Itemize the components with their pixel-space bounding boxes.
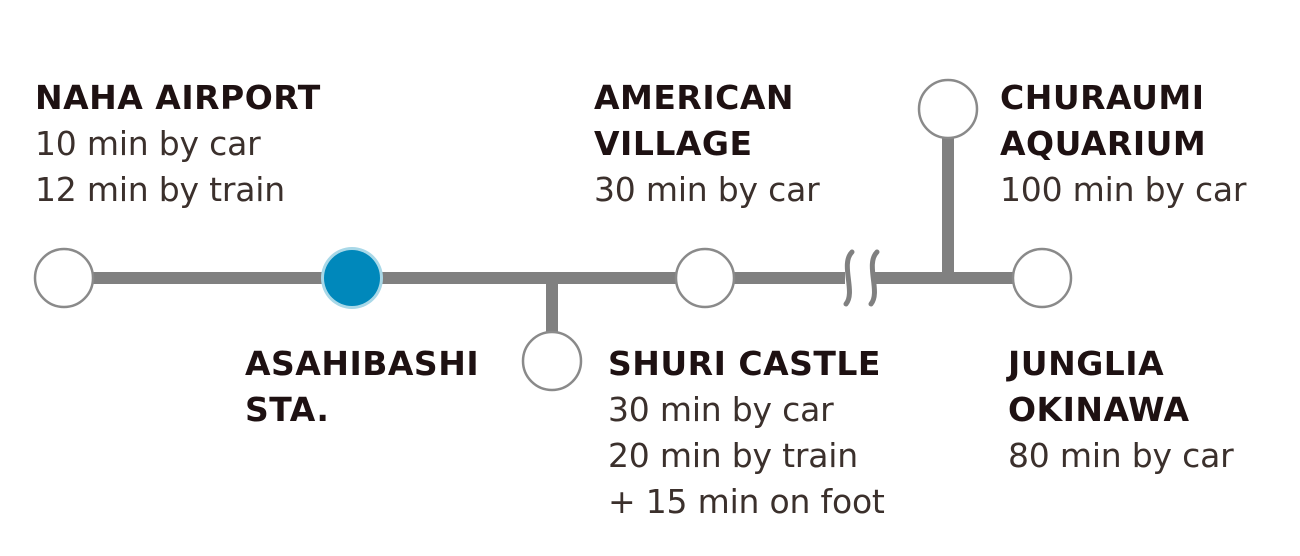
station-name: VILLAGE	[594, 124, 753, 163]
station-name: AQUARIUM	[1000, 124, 1207, 163]
travel-time: 80 min by car	[1008, 436, 1234, 475]
station-label-churaumi: CHURAUMI AQUARIUM 100 min by car	[1000, 75, 1246, 213]
station-name: SHURI CASTLE	[608, 344, 881, 383]
station-name: AMERICAN	[594, 78, 794, 117]
travel-time: + 15 min on foot	[608, 482, 885, 521]
station-name: CHURAUMI	[1000, 78, 1205, 117]
station-name: ASAHIBASHI	[245, 344, 480, 383]
station-label-naha-airport: NAHA AIRPORT 10 min by car 12 min by tra…	[35, 75, 321, 213]
node-asahibashi-current	[324, 250, 380, 306]
node-american-village	[674, 247, 736, 309]
node-shuri-castle	[521, 330, 583, 392]
node-naha-airport	[33, 247, 95, 309]
travel-time: 12 min by train	[35, 170, 285, 209]
node-churaumi	[917, 78, 979, 140]
station-name: NAHA AIRPORT	[35, 78, 321, 117]
station-label-asahibashi: ASAHIBASHI STA.	[245, 341, 479, 433]
station-label-junglia: JUNGLIA OKINAWA 80 min by car	[1008, 341, 1234, 479]
station-label-shuri-castle: SHURI CASTLE 30 min by car 20 min by tra…	[608, 341, 885, 525]
station-label-american-village: AMERICAN VILLAGE 30 min by car	[594, 75, 820, 213]
node-junglia	[1011, 247, 1073, 309]
station-name: OKINAWA	[1008, 390, 1190, 429]
travel-time: 100 min by car	[1000, 170, 1247, 209]
distance-break-icon	[843, 249, 880, 307]
station-name: JUNGLIA	[1008, 344, 1165, 383]
travel-time: 10 min by car	[35, 124, 261, 163]
travel-time: 30 min by car	[608, 390, 834, 429]
station-name: STA.	[245, 390, 330, 429]
travel-time: 20 min by train	[608, 436, 858, 475]
travel-time: 30 min by car	[594, 170, 820, 209]
